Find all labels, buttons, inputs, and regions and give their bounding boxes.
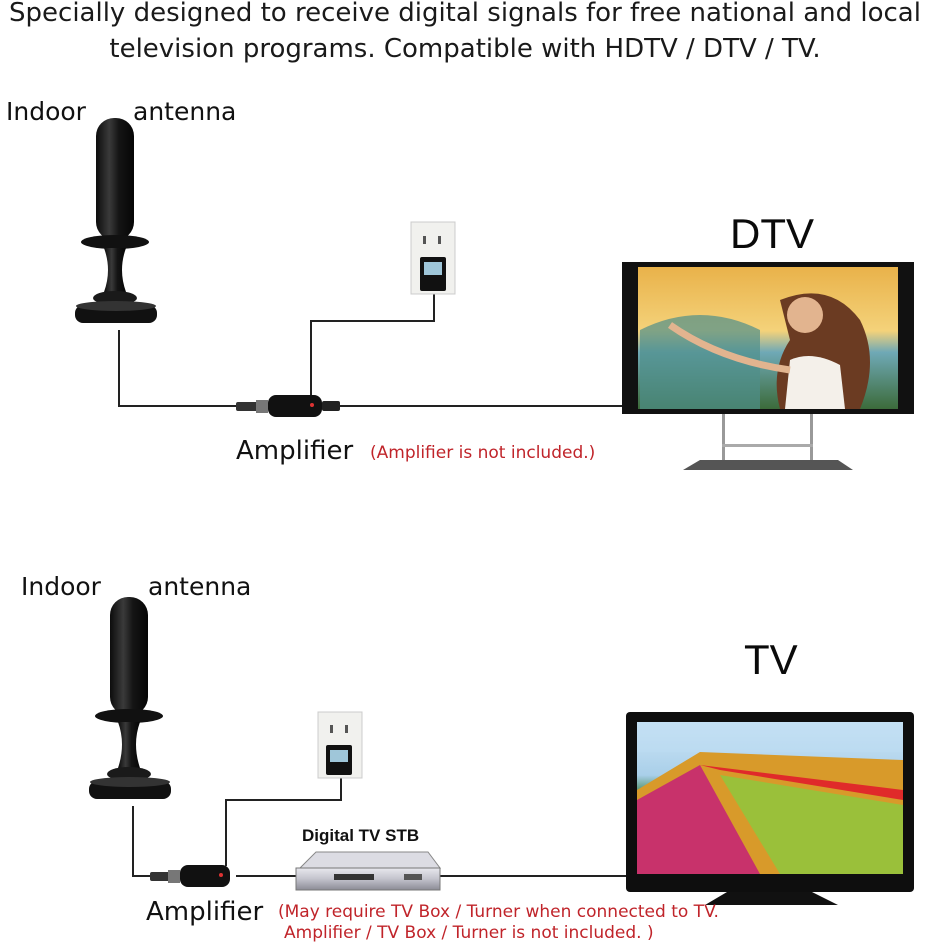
cable-bottom xyxy=(132,776,628,877)
intro-line-2: television programs. Compatible with HDT… xyxy=(109,34,821,64)
wall-outlet-icon xyxy=(317,711,363,779)
amplifier-icon xyxy=(150,865,230,887)
cable-top xyxy=(118,290,622,407)
antenna-label-antenna: antenna xyxy=(148,572,252,601)
set-top-box-icon xyxy=(295,851,441,891)
wall-outlet-icon xyxy=(410,221,456,295)
antenna-label-indoor: Indoor xyxy=(6,97,86,126)
amplifier-label: Amplifier xyxy=(146,897,264,927)
dtv-monitor-icon xyxy=(622,262,914,470)
intro-line-1: Specially designed to receive digital si… xyxy=(9,0,921,28)
amplifier-label: Amplifier xyxy=(236,436,354,466)
tv-monitor-icon xyxy=(626,712,914,905)
amplifier-icon xyxy=(236,395,340,417)
antenna-label-indoor: Indoor xyxy=(21,572,101,601)
stb-note-line-1: (May require TV Box / Turner when connec… xyxy=(278,902,719,922)
dtv-label: DTV xyxy=(730,210,814,257)
tv-label: TV xyxy=(744,636,798,683)
stb-label: Digital TV STB xyxy=(302,826,420,845)
amplifier-note: (Amplifier is not included.) xyxy=(370,443,596,463)
antenna-icon xyxy=(89,597,171,799)
antenna-icon xyxy=(75,118,157,323)
stb-note-line-2: Amplifier / TV Box / Turner is not inclu… xyxy=(284,923,654,943)
antenna-label-antenna: antenna xyxy=(133,97,237,126)
